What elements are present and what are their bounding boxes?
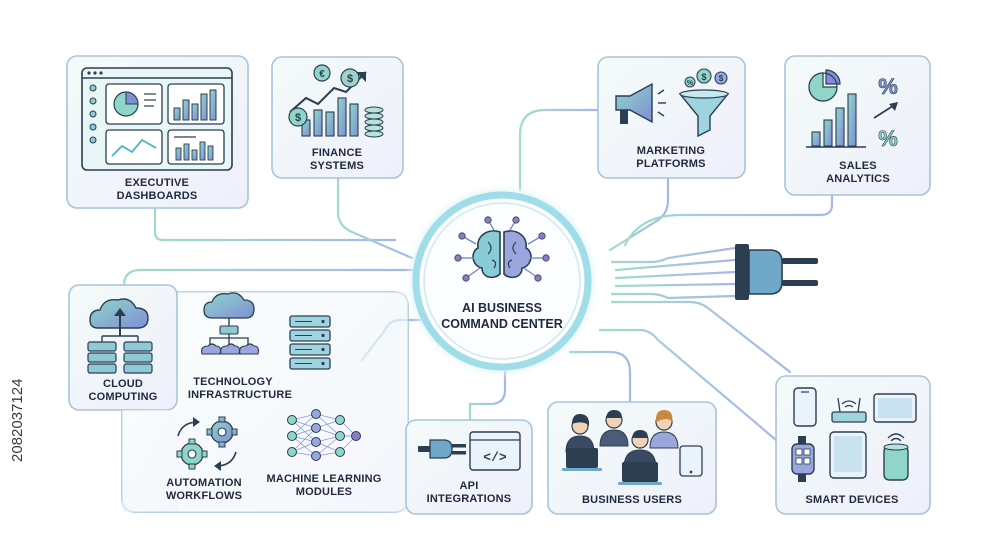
card-frame xyxy=(597,56,746,179)
devices-label: SMART DEVICES xyxy=(805,494,898,506)
connector-marketing xyxy=(518,108,600,192)
svg-text:%: % xyxy=(687,80,694,87)
finance-label-line1: FINANCE xyxy=(312,147,362,159)
cloud-label-line1: CLOUD xyxy=(103,378,143,390)
marketing-label-line1: MARKETING xyxy=(637,145,705,157)
connector-marketing-2 xyxy=(608,176,670,252)
svg-text:</>: </> xyxy=(483,450,507,465)
center-inner-ring xyxy=(423,202,581,360)
connector-users xyxy=(568,350,632,404)
technology-label-line2: INFRASTRUCTURE xyxy=(188,389,292,401)
item-automation-workflows[interactable]: AUTOMATION WORKFLOWS xyxy=(166,416,242,502)
connector-devices-2 xyxy=(598,328,778,442)
center-title-line2: COMMAND CENTER xyxy=(441,317,563,331)
card-smart-devices[interactable]: SMART DEVICES xyxy=(775,375,931,515)
connector-plug-5 xyxy=(610,292,737,300)
neural-network-icon xyxy=(287,409,361,461)
connector-api xyxy=(468,370,507,422)
api-label-line1: API xyxy=(460,480,479,492)
sales-label-line1: SALES xyxy=(839,160,877,172)
connector-plug-3 xyxy=(614,270,737,280)
svg-text:€: € xyxy=(319,69,325,80)
svg-text:%: % xyxy=(878,74,898,99)
gears-cycle-icon xyxy=(176,416,238,471)
connector-finance xyxy=(336,176,414,260)
card-cloud-computing[interactable]: CLOUD COMPUTING xyxy=(68,284,178,411)
svg-text:$: $ xyxy=(295,112,301,124)
connector-executive xyxy=(153,206,397,242)
connector-plug-2 xyxy=(614,258,737,272)
power-plug-icon xyxy=(735,244,818,300)
stock-id-text: 2082037124 xyxy=(9,379,26,462)
megaphone-funnel-icon: $ $ % xyxy=(615,68,730,138)
cloud-label-line2: COMPUTING xyxy=(88,391,157,403)
ml-label-line2: MODULES xyxy=(296,486,352,498)
bar-chart-percent-icon: % % xyxy=(806,69,898,151)
panel-infrastructure-cluster xyxy=(121,291,409,513)
brain-network-icon xyxy=(454,216,550,282)
api-label-line2: INTEGRATIONS xyxy=(427,493,512,505)
card-api-integrations[interactable]: </> API INTEGRATIONS xyxy=(405,419,533,515)
finance-growth-icon: € $ $ xyxy=(288,64,384,138)
sales-label-line2: ANALYTICS xyxy=(826,173,890,185)
server-rack-icon xyxy=(289,315,331,370)
technology-label-line1: TECHNOLOGY xyxy=(193,376,273,388)
connector-plug-4 xyxy=(614,282,737,288)
dashboard-icon xyxy=(81,67,233,171)
card-finance-systems[interactable]: € $ $ FINANCE SYSTEMS xyxy=(271,56,404,179)
cloud-server-icon xyxy=(87,298,153,374)
users-label: BUSINESS USERS xyxy=(582,494,682,506)
item-technology-infrastructure[interactable]: TECHNOLOGY INFRASTRUCTURE xyxy=(188,292,292,401)
svg-text:$: $ xyxy=(347,73,353,85)
svg-text:$: $ xyxy=(701,72,706,82)
plug-code-icon: </> xyxy=(418,431,521,471)
center-hub[interactable]: AI BUSINESS COMMAND CENTER xyxy=(404,183,600,379)
connector-sales xyxy=(623,193,834,247)
card-executive-dashboards[interactable]: EXECUTIVE DASHBOARDS xyxy=(66,55,249,209)
executive-label-line2: DASHBOARDS xyxy=(117,190,198,202)
automation-label-line1: AUTOMATION xyxy=(166,477,242,489)
finance-label-line2: SYSTEMS xyxy=(310,160,364,172)
executive-label-line1: EXECUTIVE xyxy=(125,177,189,189)
ml-label-line1: MACHINE LEARNING xyxy=(266,473,381,485)
automation-label-line2: WORKFLOWS xyxy=(166,490,242,502)
people-laptops-icon xyxy=(562,410,703,485)
svg-text:$: $ xyxy=(719,74,724,83)
center-title-line1: AI BUSINESS xyxy=(462,301,542,315)
card-marketing-platforms[interactable]: $ $ % MARKETING PLATFORMS xyxy=(597,56,746,179)
cloud-network-icon xyxy=(201,292,260,355)
connector-plug-1 xyxy=(610,246,737,264)
item-machine-learning-modules[interactable]: MACHINE LEARNING MODULES xyxy=(266,409,381,499)
devices-icon xyxy=(791,387,917,482)
marketing-label-line2: PLATFORMS xyxy=(636,158,705,170)
card-business-users[interactable]: BUSINESS USERS xyxy=(547,401,717,515)
card-sales-analytics[interactable]: % % SALES ANALYTICS xyxy=(784,55,931,196)
connector-devices xyxy=(610,300,792,374)
svg-text:%: % xyxy=(878,126,898,151)
